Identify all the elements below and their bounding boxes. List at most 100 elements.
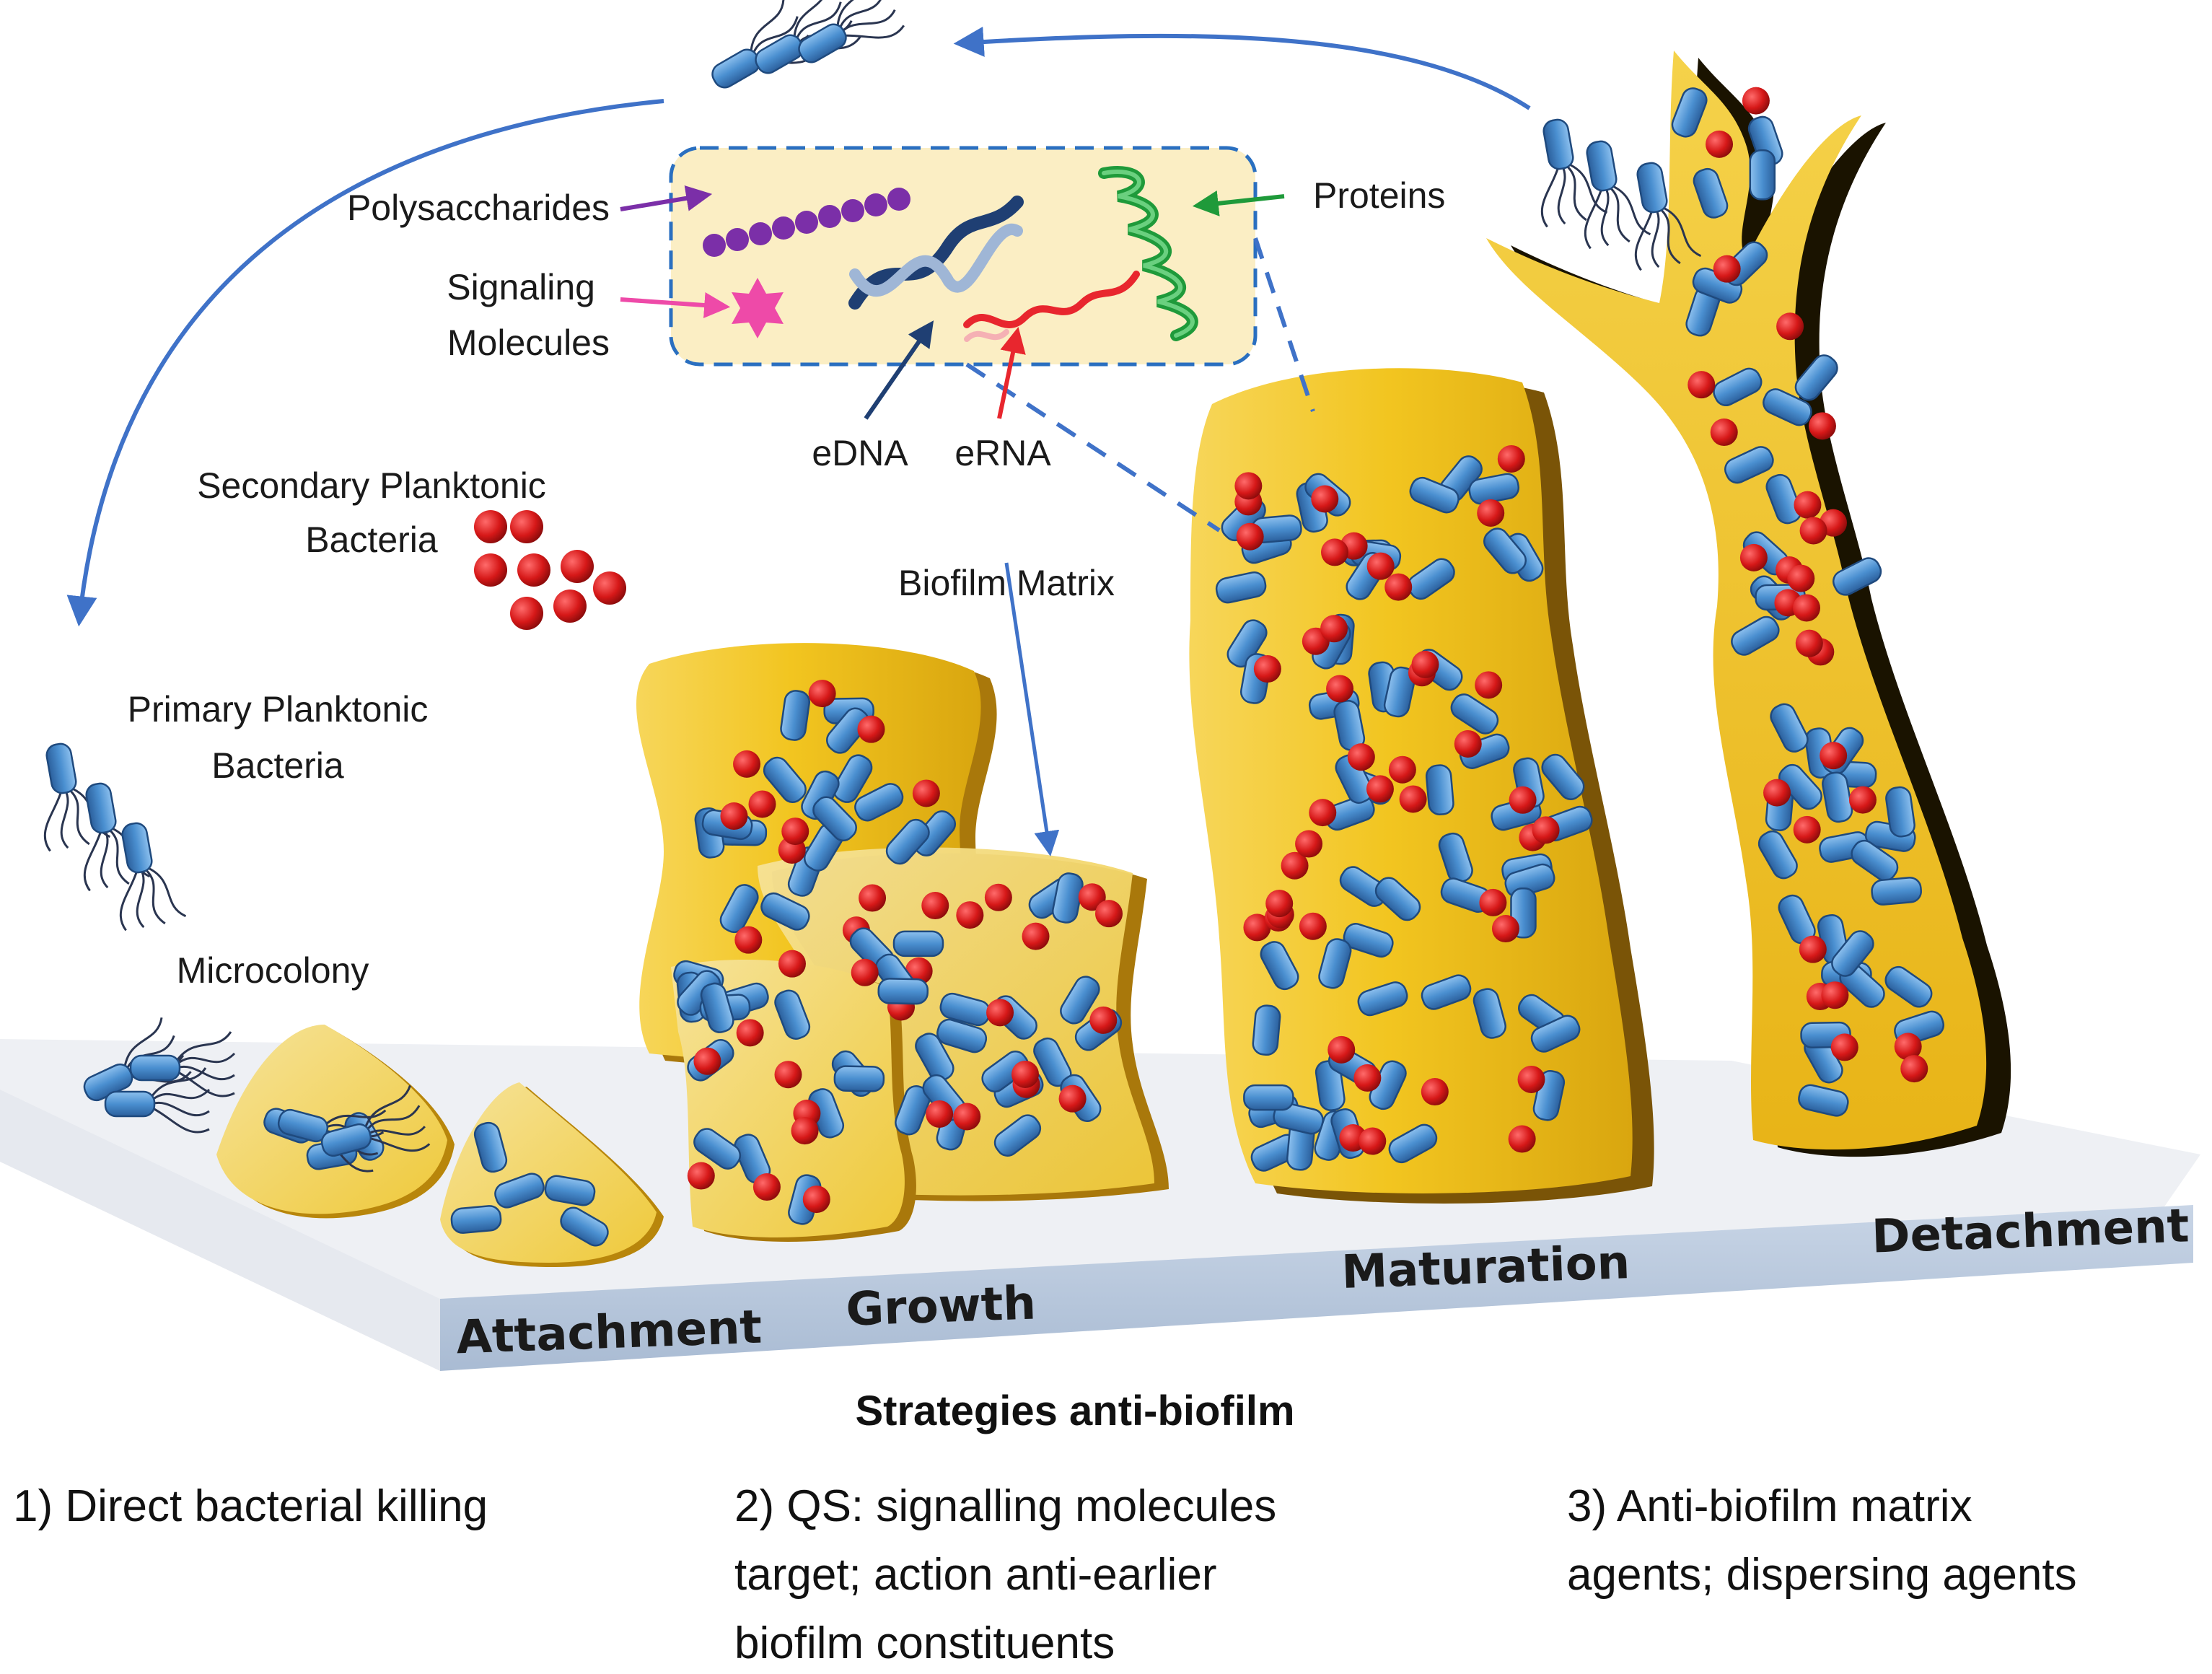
rod-bacterium-icon [826,707,870,754]
coccus-icon [802,1186,830,1214]
coccus-icon [510,597,543,630]
strategy-2-line-2: target; action anti-earlier [734,1550,1217,1600]
coccus-icon [1894,1033,1922,1061]
coccus-icon [1321,538,1349,566]
coccus-icon [1763,779,1791,807]
coccus-icon [1243,913,1271,942]
stage-maturation: Maturation [1340,1236,1631,1300]
rod-bacterium-icon [1798,1084,1849,1117]
secondary-planktonic-cocci [474,510,626,630]
coccus-icon [1388,755,1416,784]
rod-bacterium-icon [1374,877,1421,921]
coccus-icon [517,553,550,587]
coccus-icon [1776,312,1804,341]
rod-bacterium-icon [1318,938,1352,989]
coccus-icon [693,1047,721,1075]
flagellated-rod-bacterium-icon [1634,162,1702,271]
rod-bacterium-icon [1409,476,1460,514]
coccus-icon [687,1162,715,1190]
rod-bacterium-icon [763,756,807,803]
coccus-icon [1532,816,1560,844]
coccus-icon [736,1019,764,1047]
label-polysaccharides: Polysaccharides [347,188,610,228]
coccus-icon [1793,815,1821,843]
flagellated-rod-bacterium-icon [1584,140,1651,250]
coccus-icon [1058,1084,1087,1113]
rod-bacterium-icon [885,818,930,865]
rod-bacterium-icon [1763,388,1812,426]
flagellated-bacteria [43,0,1702,1173]
coccus-icon [1517,1065,1545,1093]
coccus-icon [1830,1033,1858,1061]
coccus-icon [1347,743,1375,771]
rod-bacterium-icon [877,978,929,1005]
rod-bacterium-icon [1473,988,1506,1039]
coccus-icon [1311,485,1339,513]
coccus-icon [1399,785,1427,813]
matrix-components-box [669,146,1258,367]
rod-bacterium-icon [1243,1084,1294,1111]
coccus-icon [510,510,543,543]
label-proteins: Proteins [1313,175,1445,216]
rna-strand-icon [963,271,1140,328]
label-secondary-bacteria: Bacteria [305,520,438,560]
protein-helix-icon [1098,166,1198,341]
coccus-icon [1508,1125,1536,1153]
coccus-icon [1384,573,1413,601]
rod-bacterium-icon [833,1065,885,1092]
rod-bacterium-icon [1407,558,1455,600]
rod-bacterium-icon [1794,354,1838,401]
rod-bacterium-icon [1215,571,1267,604]
rod-bacterium-icon [1335,754,1374,804]
rod-bacterium-icon [1060,976,1100,1025]
coccus-icon [1491,915,1519,943]
coccus-icon [1295,830,1323,858]
coccus-icon [1320,615,1348,643]
rod-bacterium-icon [1871,877,1923,906]
coccus-icon [1497,444,1525,473]
coccus-icon [956,901,984,929]
embedded-cells [263,87,1945,1247]
rod-bacterium-icon [993,1114,1042,1157]
rod-bacterium-icon [1851,839,1899,882]
coccus-icon [1799,935,1827,963]
coccus-icon [720,802,748,831]
rod-bacterium-icon [450,1205,502,1234]
rod-bacterium-icon [1315,1060,1346,1111]
rod-bacterium-icon [1778,763,1822,810]
coccus-icon [984,883,1012,911]
rod-bacterium-icon [1483,527,1527,574]
coccus-icon [1475,671,1503,699]
rod-bacterium-icon [494,1173,545,1209]
coccus-icon [1022,922,1050,950]
strategies-section: Strategies anti-biofilm 1) Direct bacter… [13,1388,2077,1668]
rod-bacterium-icon [1770,703,1809,753]
coccus-icon [1234,472,1263,500]
rod-bacterium-icon [915,1033,954,1082]
coccus-icon [1795,629,1823,657]
rod-bacterium-icon [560,1206,609,1247]
rod-bacterium-icon [1884,965,1933,1008]
coccus-icon [474,553,507,587]
rod-bacterium-icon [1822,771,1853,823]
coccus-icon [851,958,879,986]
rod-bacterium-icon [812,796,857,842]
flagellated-rod-bacterium-icon [277,1108,387,1173]
rod-bacterium-icon [1765,473,1802,525]
label-biofilm-matrix: Biofilm Matrix [898,563,1115,603]
coccus-icon [1326,675,1354,703]
rod-bacterium-icon [1885,786,1915,838]
coccus-icon [774,1061,802,1089]
rod-bacterium-icon [1273,1102,1324,1135]
coccus-icon [986,999,1014,1027]
coccus-icon [748,790,776,818]
coccus-icon [1821,981,1849,1009]
coccus-icon [1078,883,1106,911]
rod-bacterium-icon [1450,693,1499,735]
label-molecules: Molecules [447,323,610,363]
coccus-icon [1366,552,1395,580]
strategy-3-line-2: agents; dispersing agents [1567,1550,2077,1600]
rod-bacterium-icon [981,1050,1030,1093]
coccus-icon [1808,412,1836,440]
